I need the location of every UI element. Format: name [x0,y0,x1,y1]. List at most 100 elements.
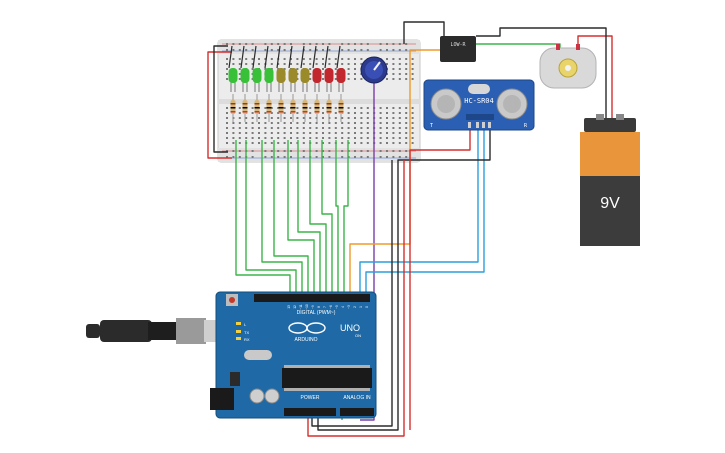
breadboard-hole [290,122,292,124]
resistor-band [326,107,332,109]
breadboard-hole [392,127,395,129]
breadboard-hole [398,112,401,114]
rail-hole [290,43,292,45]
breadboard-hole [238,78,241,80]
digital-pin-label: 2 [353,306,357,308]
breadboard-hole [309,68,312,70]
breadboard-hole [341,63,344,65]
wire-green-led-5 [287,140,315,298]
breadboard-hole [315,132,318,134]
breadboard-hole [328,127,331,129]
wire-green-led-9 [335,140,339,298]
rail-hole [290,150,292,152]
breadboard-hole [360,142,363,144]
breadboard-hole [315,127,318,129]
breadboard-hole [398,68,401,70]
resistor-band [254,103,260,105]
breadboard-hole [322,112,324,114]
breadboard-hole [238,142,241,144]
breadboard-hole [341,58,344,60]
rail-hole [328,49,331,51]
breadboard-hole [226,112,228,114]
led-ground-wire [312,45,317,69]
breadboard-hole [264,112,267,114]
breadboard-hole [296,63,299,65]
breadboard-hole [398,142,401,144]
breadboard-hole [277,142,280,144]
breadboard-hole [226,78,228,80]
rail-hole [245,49,248,51]
breadboard-hole [392,58,395,60]
breadboard-hole [238,73,241,75]
resistor-band [230,103,236,105]
breadboard-hole [386,58,388,60]
led-ground-wire [336,45,341,69]
breadboard-hole [302,132,305,134]
breadboard-hole [232,122,235,124]
wire-blue-trig [359,128,479,298]
rail-hole [238,150,241,152]
breadboard-hole [347,117,350,119]
power-label: POWER [301,395,320,401]
breadboard-hole [309,107,312,109]
breadboard-hole [360,137,363,139]
breadboard-hole [334,63,337,65]
rail-hole [315,43,318,45]
potentiometer[interactable] [360,56,388,84]
rail-hole [270,156,273,158]
breadboard-hole [296,137,299,139]
breadboard-hole [334,58,337,60]
resistor-band [242,107,248,109]
rail-hole [232,156,235,158]
digital-pin-label: 13 [287,305,291,309]
wire-red-power [307,160,405,437]
breadboard-hole [226,137,228,139]
breadboard-hole [354,112,356,114]
breadboard-hole [309,112,312,114]
led-ground-wire [240,45,245,69]
resistor-band [326,103,332,105]
dc-motor [539,44,597,89]
breadboard-hole [251,132,254,134]
breadboard-hole [347,58,350,60]
rail-hole [322,49,324,51]
resistor-band [278,107,284,109]
rail-hole [354,150,356,152]
rail-hole [283,43,286,45]
breadboard-hole [341,122,344,124]
breadboard-hole [322,122,324,124]
breadboard-hole [334,68,337,70]
rail-hole [405,43,408,45]
rail-hole [315,150,318,152]
breadboard-hole [354,68,356,70]
breadboard-hole [283,107,286,109]
led [276,68,286,83]
breadboard-hole [283,68,286,70]
led-ground-wire [324,45,329,69]
breadboard-hole [354,142,356,144]
rail-hole [238,43,241,45]
resistor-row [230,94,344,122]
breadboard-hole [277,63,280,65]
breadboard-hole [411,137,414,139]
breadboard-hole [264,127,267,129]
breadboard-hole [296,107,299,109]
breadboard-hole [379,127,382,129]
breadboard-hole [386,78,388,80]
resistor-band [314,107,320,109]
breadboard-hole [270,122,273,124]
wire-red-sensor-vcc [409,128,471,430]
breadboard-hole [366,112,369,114]
breadboard-hole [360,132,363,134]
breadboard-hole [302,142,305,144]
reset-button[interactable] [229,297,235,303]
breadboard-hole [270,137,273,139]
breadboard-hole [226,142,228,144]
digital-pin-label: ~6 [329,305,333,309]
rail-hole [347,49,350,51]
resistor-band [230,111,236,113]
atmega-chip [282,368,372,388]
breadboard-hole [411,63,414,65]
breadboard-hole [405,137,408,139]
